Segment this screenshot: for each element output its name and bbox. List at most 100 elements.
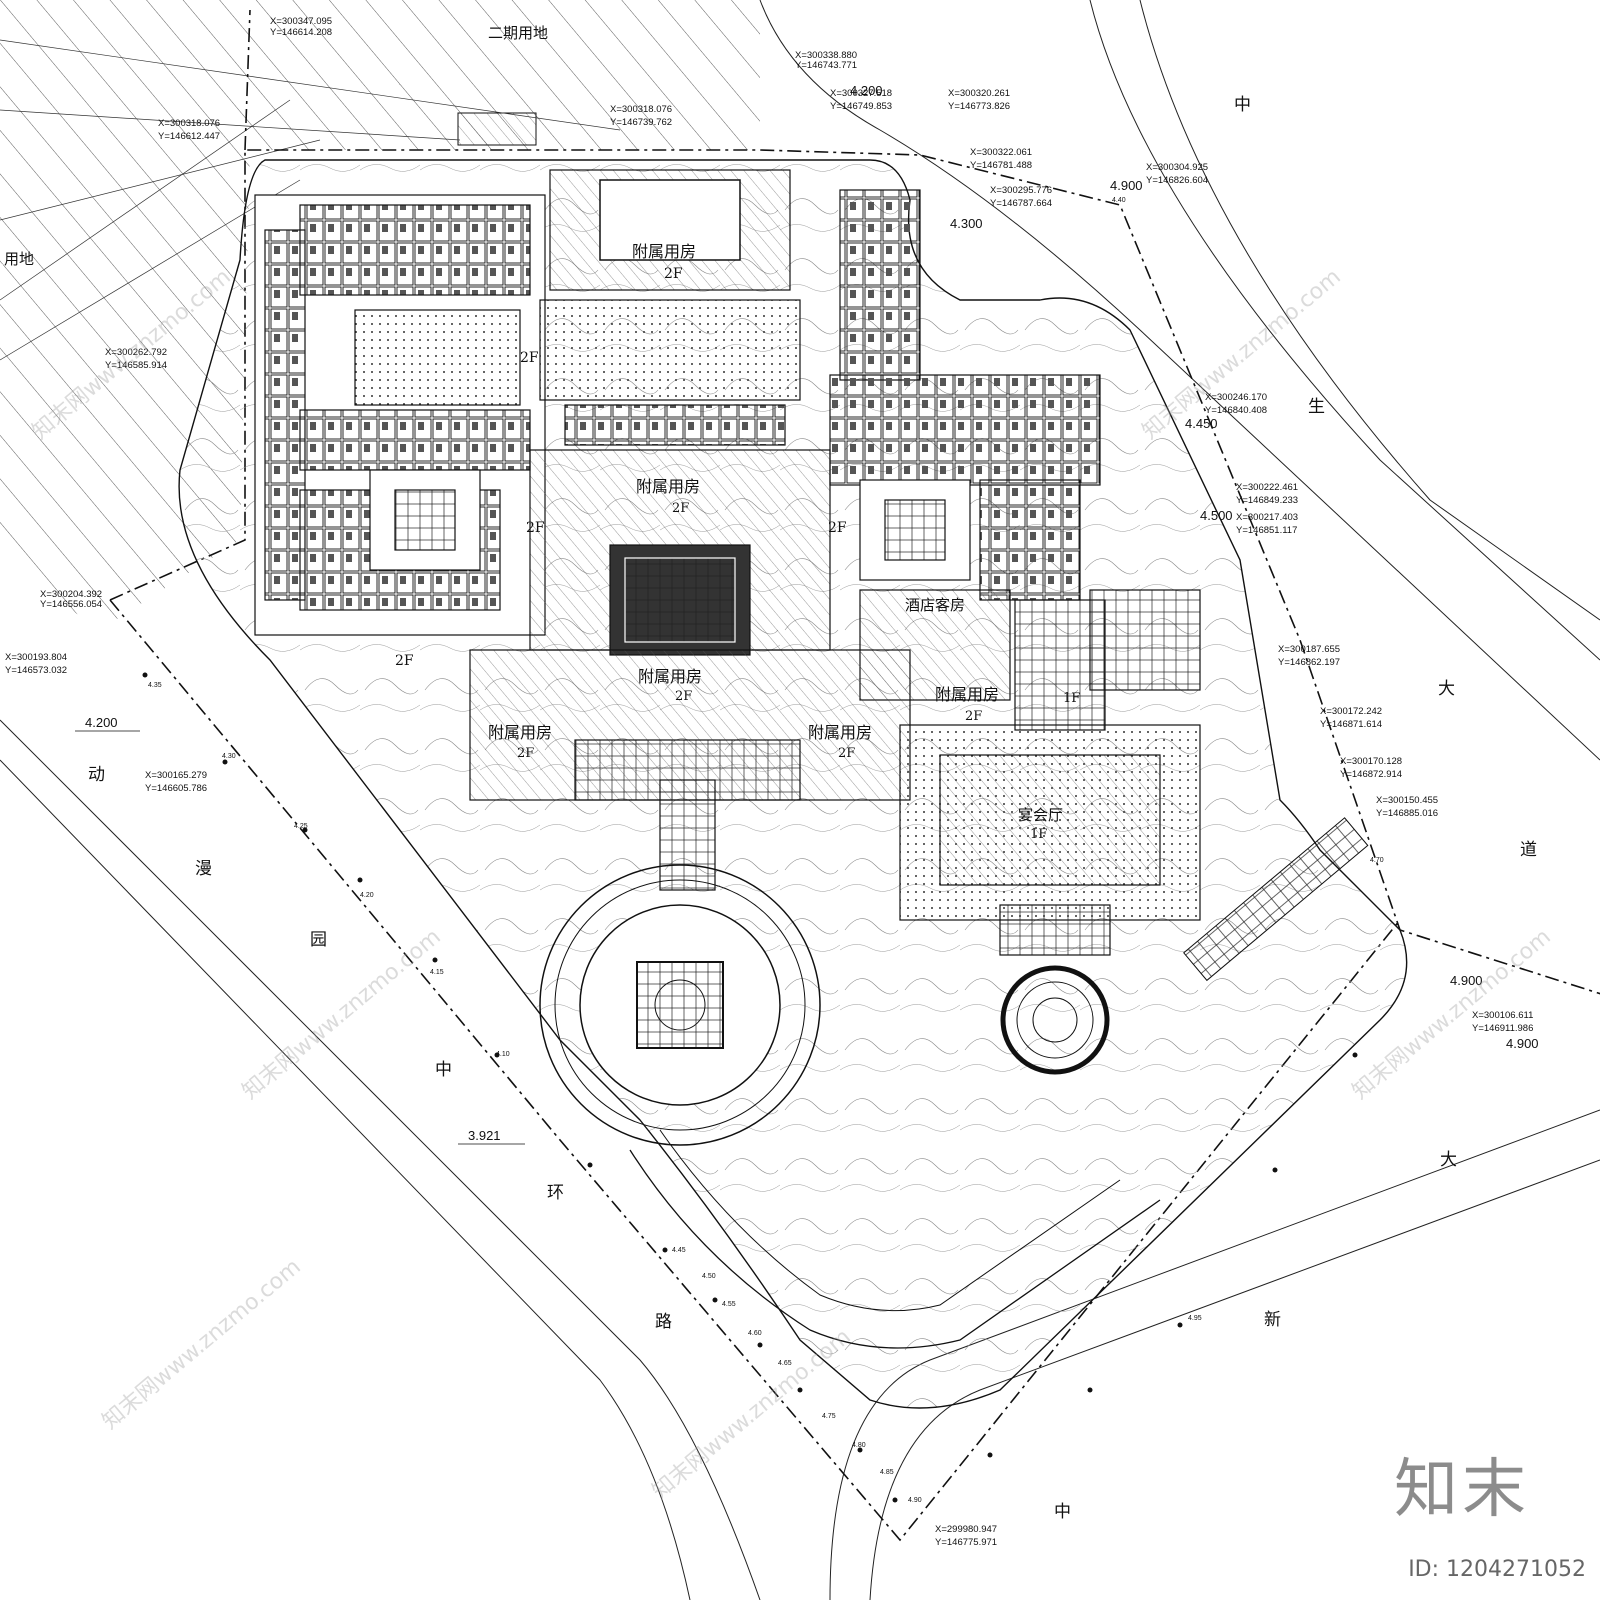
- label-2f-a: 2F: [520, 350, 539, 366]
- grade-11: 4.65: [778, 1360, 792, 1367]
- label-annex-center: 附属用房: [636, 477, 700, 496]
- elev-e2: 3.921: [468, 1128, 501, 1143]
- label-phase2-left: 用地: [4, 250, 34, 268]
- watermark-6: 知末网www.znzmo.com: [98, 1254, 306, 1434]
- coord-14-x: X=300193.804: [5, 652, 67, 663]
- coord-4-y: Y=146739.762: [610, 117, 672, 128]
- coord-1-y: Y=146743.771: [795, 60, 857, 71]
- coord-13-y: Y=146556.054: [40, 599, 102, 610]
- grade-7: 4.45: [672, 1247, 686, 1254]
- label-1f: 1F: [1063, 691, 1080, 706]
- road-west-5: 路: [655, 1312, 672, 1332]
- coord-15-y: Y=146862.197: [1278, 657, 1340, 668]
- coordinate-labels: X=300347.095 Y=146614.208 X=300338.880 Y…: [5, 16, 1533, 1548]
- grade-3: 4.20: [360, 892, 374, 899]
- watermark-3: 知末网www.znzmo.com: [1138, 264, 1346, 444]
- label-annex-east: 附属用房: [935, 685, 999, 704]
- label-annex-mid-floor: 2F: [675, 689, 692, 704]
- coord-7-x: X=300304.925: [1146, 162, 1208, 173]
- elev-e3: 4.900: [1450, 973, 1483, 988]
- label-annex-left: 附属用房: [488, 723, 552, 742]
- coord-1-x: X=300338.880: [795, 50, 857, 61]
- coord-15-x: X=300187.655: [1278, 644, 1340, 655]
- arrival-plaza: [539, 864, 821, 1146]
- coord-6-y: Y=146781.488: [970, 160, 1032, 171]
- road-name-labels: 动 漫 园 中 环 路 中 生 大 道 大 新 中: [88, 95, 1537, 1522]
- fountain: [1000, 965, 1110, 1075]
- building-labels: 二期用地 用地 附属用房 2F 附属用房 2F 附属用房 2F 附属用房 2F …: [4, 24, 1080, 842]
- coord-16-y: Y=146871.614: [1320, 719, 1382, 730]
- coord-5-x: X=300318.076: [158, 118, 220, 129]
- grade-14: 4.80: [852, 1442, 866, 1449]
- grade-10: 4.60: [748, 1330, 762, 1337]
- label-hotel-rooms: 酒店客房: [905, 596, 965, 614]
- coord-9-x: X=300262.792: [105, 347, 167, 358]
- coord-0-y: Y=146614.208: [270, 27, 332, 38]
- coord-9-y: Y=146585.914: [105, 360, 167, 371]
- coord-21-x: X=299980.947: [935, 1524, 997, 1535]
- coord-3-x: X=300320.261: [948, 88, 1010, 99]
- coord-6-x: X=300322.061: [970, 147, 1032, 158]
- coord-8-y: Y=146787.664: [990, 198, 1052, 209]
- elev-e5: 4.900: [1110, 178, 1143, 193]
- grade-8: 4.50: [702, 1273, 716, 1280]
- coord-11-x: X=300222.461: [1236, 482, 1298, 493]
- coord-21-y: Y=146775.971: [935, 1537, 997, 1548]
- coord-14-y: Y=146573.032: [5, 665, 67, 676]
- label-annex-top-floor: 2F: [664, 266, 683, 282]
- label-banquet-floor: 1F: [1030, 827, 1047, 842]
- grade-0: 4.35: [148, 682, 162, 689]
- coord-5-y: Y=146612.447: [158, 131, 220, 142]
- label-2f-b: 2F: [526, 520, 545, 536]
- coord-19-y: Y=146885.016: [1376, 808, 1438, 819]
- label-annex-left-floor: 2F: [517, 746, 534, 761]
- east-planting: [1183, 817, 1369, 982]
- label-2f-c: 2F: [828, 520, 847, 536]
- coord-17-y: Y=146872.914: [1340, 769, 1402, 780]
- coord-16-x: X=300172.242: [1320, 706, 1382, 717]
- grade-17: 4.95: [1188, 1315, 1202, 1322]
- coord-13-x: X=300204.392: [40, 589, 102, 600]
- road-west-0: 动: [88, 765, 105, 785]
- grade-2: 4.25: [294, 823, 308, 830]
- grade-13: 4.75: [822, 1413, 836, 1420]
- label-annex-right-floor: 2F: [838, 746, 855, 761]
- elevation-labels: 4.200 3.921 4.900 4.900 4.900 4.500 4.45…: [75, 83, 1539, 1145]
- coord-20-x: X=300106.611: [1472, 1010, 1533, 1021]
- label-banquet: 宴会厅: [1018, 806, 1063, 824]
- elev-e7: 4.450: [1185, 416, 1218, 431]
- approach-drive: [629, 1149, 1161, 1349]
- label-phase2-top: 二期用地: [488, 24, 548, 42]
- grade-4: 4.15: [430, 969, 444, 976]
- watermark-id: ID: 1204271052: [1408, 1557, 1586, 1582]
- coord-8-x: X=300295.776: [990, 185, 1052, 196]
- label-2f-d: 2F: [395, 653, 414, 669]
- grade-point-labels: 4.35 4.30 4.25 4.20 4.15 4.10 4.40 4.45 …: [148, 197, 1384, 1504]
- coord-11-y: Y=146849.233: [1236, 495, 1298, 506]
- coord-12-y: Y=146851.117: [1236, 525, 1297, 536]
- grade-1: 4.30: [222, 753, 236, 760]
- coord-10-y: Y=146840.408: [1205, 405, 1267, 416]
- coord-7-y: Y=146826.604: [1146, 175, 1208, 186]
- grade-6: 4.40: [1112, 197, 1126, 204]
- elev-e8: 4.300: [950, 216, 983, 231]
- grade-15: 4.85: [880, 1469, 894, 1476]
- road-east-0: 中: [1234, 95, 1251, 115]
- grade-16: 4.90: [908, 1497, 922, 1504]
- label-annex-mid: 附属用房: [638, 667, 702, 686]
- coord-2-y: Y=146749.853: [830, 101, 892, 112]
- road-west-1: 漫: [195, 859, 212, 879]
- coord-12-x: X=300217.403: [1236, 512, 1298, 523]
- coord-10-x: X=300246.170: [1205, 392, 1267, 403]
- label-annex-east-floor: 2F: [965, 709, 982, 724]
- road-east-2: 大: [1438, 679, 1455, 699]
- coord-18-x: X=300165.279: [145, 770, 207, 781]
- road-east-3: 道: [1520, 840, 1537, 860]
- road-east-1: 生: [1308, 397, 1325, 417]
- elev-e4: 4.900: [1506, 1036, 1539, 1051]
- coord-17-x: X=300170.128: [1340, 756, 1402, 767]
- coord-2-x: X=300327.518: [830, 88, 892, 99]
- label-annex-top: 附属用房: [632, 242, 696, 261]
- elev-e9: 4.200: [850, 83, 883, 98]
